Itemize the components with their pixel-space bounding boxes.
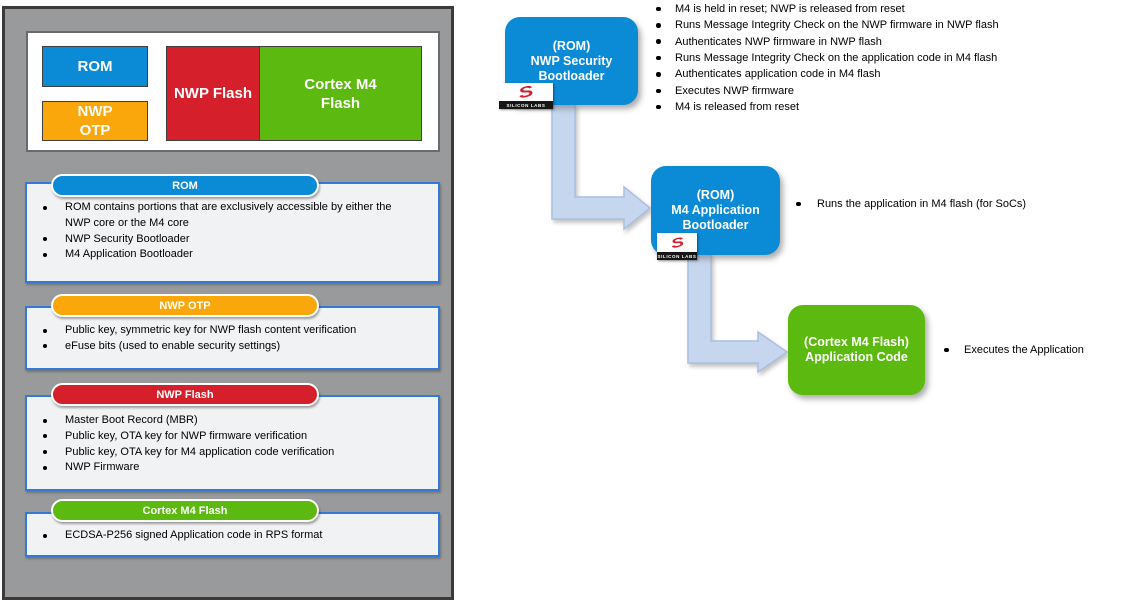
section-header-rom: ROM [51,174,319,197]
section-header-rom-label: ROM [172,179,198,192]
nwp-otp-block: NWP OTP [42,101,148,141]
rom-block: ROM [42,46,148,87]
application-code-bullets: Executes the Application [936,342,1084,358]
section-nwp-flash-bullets: Master Boot Record (MBR) Public key, OTA… [27,397,438,476]
bullet-item: Public key, symmetric key for NWP flash … [43,323,400,339]
node-title-line: (ROM) [696,188,735,202]
bullet-item: ROM contains portions that are exclusive… [43,200,400,232]
node-title-line: Bootloader [682,218,749,232]
node-title-line: (Cortex M4 Flash) [804,335,909,349]
section-header-cortex-m4-flash-label: Cortex M4 Flash [142,504,228,517]
silicon-labs-logo: S SILICON LABS [657,233,697,260]
silicon-labs-monogram-icon: S [499,83,553,101]
bullet-item: Runs Message Integrity Check on the appl… [650,50,1120,66]
nwp-otp-block-label-line2: OTP [79,122,111,139]
nwp-flash-block-label: NWP Flash [173,85,253,102]
silicon-labs-wordmark: SILICON LABS [657,252,697,260]
flow-arrow-2 [687,253,789,374]
section-header-nwp-flash: NWP Flash [51,383,319,406]
bullet-item: Authenticates application code in M4 fla… [650,66,1120,82]
logo-monogram: S [668,233,686,252]
cortex-m4-flash-block-label-line2: Flash [320,94,361,112]
bullet-item: Runs the application in M4 flash (for So… [787,196,1026,212]
node-title-line: Application Code [805,350,908,364]
node-title-line: M4 Application [671,203,760,217]
cortex-m4-flash-block-label-line1: Cortex M4 [304,75,377,93]
cortex-m4-flash-block: Cortex M4 Flash [259,46,422,141]
section-rom: ROM contains portions that are exclusive… [25,182,440,283]
bullet-item: M4 is held in reset; NWP is released fro… [650,1,1120,17]
bullet-item: eFuse bits (used to enable security sett… [43,339,400,355]
node-title-line: NWP Security [530,53,613,68]
logo-monogram: S [516,83,536,101]
bullet-item: Public key, OTA key for M4 application c… [43,445,400,461]
bullet-item: M4 Application Bootloader [43,247,400,263]
memory-map-overview: ROM NWP OTP NWP Flash Cortex M4 Flash [26,31,440,152]
m4-application-bootloader-bullets: Runs the application in M4 flash (for So… [787,196,1026,212]
section-cortex-m4-flash-bullets: ECDSA-P256 signed Application code in RP… [27,514,438,544]
flow-arrow-1 [551,103,652,231]
nwp-security-bootloader-bullets: M4 is held in reset; NWP is released fro… [650,1,1120,115]
section-header-nwp-otp: NWP OTP [51,294,319,317]
silicon-labs-wordmark: SILICON LABS [499,101,553,109]
bullet-item: ECDSA-P256 signed Application code in RP… [43,528,400,544]
bullet-item: Executes the Application [936,342,1084,358]
bullet-item: Master Boot Record (MBR) [43,413,400,429]
bullet-item: Public key, OTA key for NWP firmware ver… [43,429,400,445]
rom-block-label: ROM [77,58,113,75]
bullet-item: Authenticates NWP firmware in NWP flash [650,34,1120,50]
node-title-line: (ROM) [552,38,591,53]
section-nwp-flash: Master Boot Record (MBR) Public key, OTA… [25,395,440,491]
bullet-item: Runs Message Integrity Check on the NWP … [650,17,1120,33]
bullet-item: NWP Firmware [43,460,400,476]
section-header-nwp-flash-label: NWP Flash [156,388,214,401]
section-nwp-otp-bullets: Public key, symmetric key for NWP flash … [27,308,438,355]
bullet-item: M4 is released from reset [650,99,1120,115]
bullet-item: NWP Security Bootloader [43,232,400,248]
silicon-labs-monogram-icon: S [657,233,697,252]
flow-node-application-code: (Cortex M4 Flash) Application Code [788,305,925,395]
node-title-line: Bootloader [538,68,605,83]
nwp-flash-block: NWP Flash [166,46,260,141]
section-header-nwp-otp-label: NWP OTP [159,299,211,312]
memory-legend-panel: ROM NWP OTP NWP Flash Cortex M4 Flash RO… [2,6,454,600]
nwp-otp-block-label-line1: NWP [77,103,113,120]
section-rom-bullets: ROM contains portions that are exclusive… [27,184,438,263]
bullet-item: Executes NWP firmware [650,83,1120,99]
silicon-labs-logo: S SILICON LABS [499,83,553,109]
section-header-cortex-m4-flash: Cortex M4 Flash [51,499,319,522]
